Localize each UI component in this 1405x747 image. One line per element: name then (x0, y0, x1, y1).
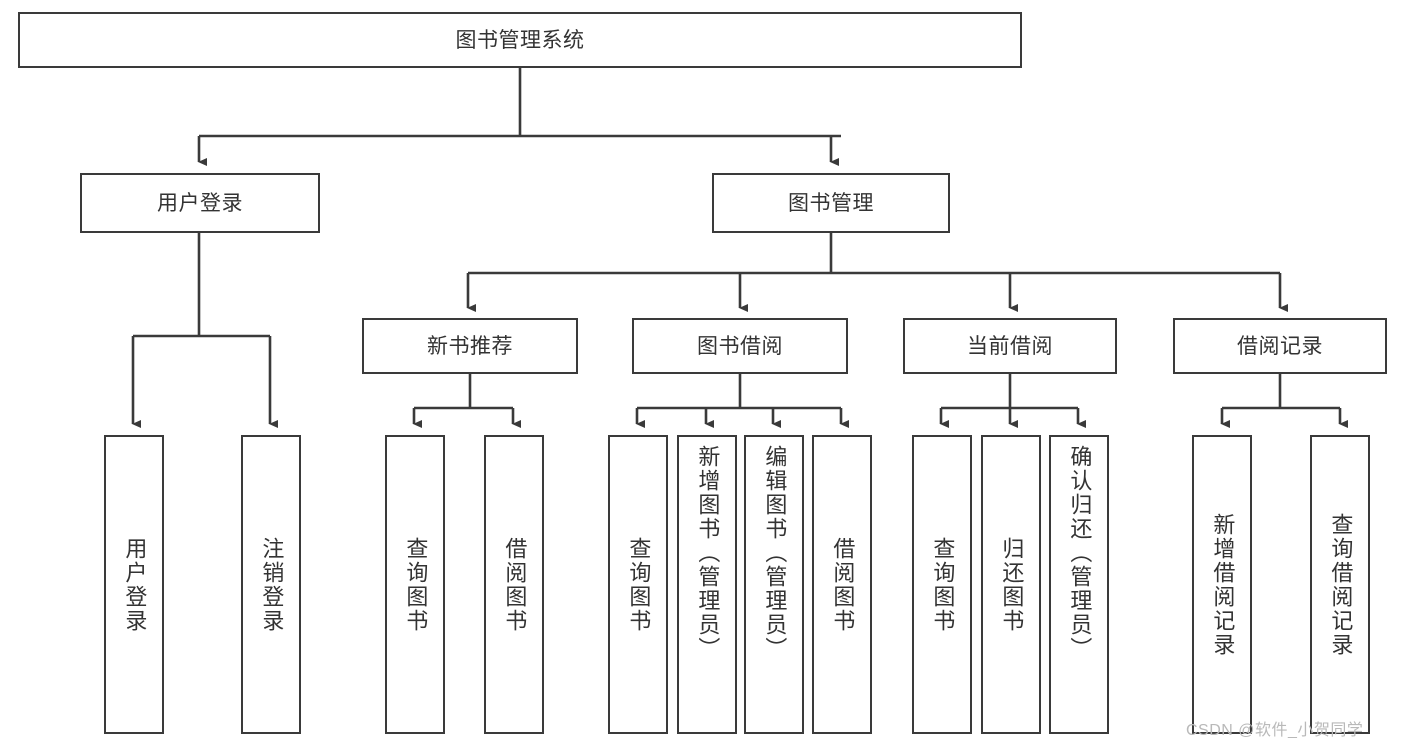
leaf-logout-label: 注销登录 (259, 536, 285, 633)
node-root-label: 图书管理系统 (455, 28, 585, 52)
leaf-borrow-query-book[interactable]: 查询图书 (608, 435, 668, 734)
node-current-borrow-label: 当前借阅 (967, 334, 1053, 358)
leaf-new-book-query[interactable]: 查询图书 (385, 435, 445, 734)
leaf-add-borrow-record-label: 新增借阅记录 (1210, 512, 1236, 657)
leaf-logout[interactable]: 注销登录 (241, 435, 301, 734)
leaf-add-book-admin-label: 新增图书（管理员） (695, 445, 721, 661)
node-borrow-record-label: 借阅记录 (1237, 334, 1323, 358)
leaf-edit-book-admin-label: 编辑图书（管理员） (762, 445, 788, 661)
node-book-management-label: 图书管理 (788, 191, 874, 215)
watermark-text: CSDN @软件_小贺同学 (1186, 722, 1364, 739)
leaf-user-login-label: 用户登录 (122, 536, 148, 633)
leaf-new-book-borrow[interactable]: 借阅图书 (484, 435, 544, 734)
leaf-new-book-query-label: 查询图书 (403, 536, 429, 633)
leaf-current-query-book[interactable]: 查询图书 (912, 435, 972, 734)
node-new-book-recommend-label: 新书推荐 (427, 334, 513, 358)
leaf-query-borrow-record-label: 查询借阅记录 (1328, 512, 1354, 657)
leaf-return-book-label: 归还图书 (999, 536, 1025, 633)
node-root[interactable]: 图书管理系统 (18, 12, 1022, 68)
node-borrow-record[interactable]: 借阅记录 (1173, 318, 1387, 374)
node-user-login[interactable]: 用户登录 (80, 173, 320, 233)
leaf-return-book[interactable]: 归还图书 (981, 435, 1041, 734)
leaf-new-book-borrow-label: 借阅图书 (502, 536, 528, 633)
leaf-query-borrow-record[interactable]: 查询借阅记录 (1310, 435, 1370, 734)
node-book-borrow-label: 图书借阅 (697, 334, 783, 358)
node-current-borrow[interactable]: 当前借阅 (903, 318, 1117, 374)
node-new-book-recommend[interactable]: 新书推荐 (362, 318, 578, 374)
node-book-management[interactable]: 图书管理 (712, 173, 950, 233)
leaf-confirm-return-admin[interactable]: 确认归还（管理员） (1049, 435, 1109, 734)
node-user-login-label: 用户登录 (157, 191, 243, 215)
leaf-borrow-book[interactable]: 借阅图书 (812, 435, 872, 734)
leaf-current-query-book-label: 查询图书 (930, 536, 956, 633)
leaf-add-book-admin[interactable]: 新增图书（管理员） (677, 435, 737, 734)
leaf-borrow-query-book-label: 查询图书 (626, 536, 652, 633)
leaf-user-login[interactable]: 用户登录 (104, 435, 164, 734)
leaf-borrow-book-label: 借阅图书 (830, 536, 856, 633)
leaf-confirm-return-admin-label: 确认归还（管理员） (1067, 445, 1093, 661)
leaf-add-borrow-record[interactable]: 新增借阅记录 (1192, 435, 1252, 734)
node-book-borrow[interactable]: 图书借阅 (632, 318, 848, 374)
leaf-edit-book-admin[interactable]: 编辑图书（管理员） (744, 435, 804, 734)
